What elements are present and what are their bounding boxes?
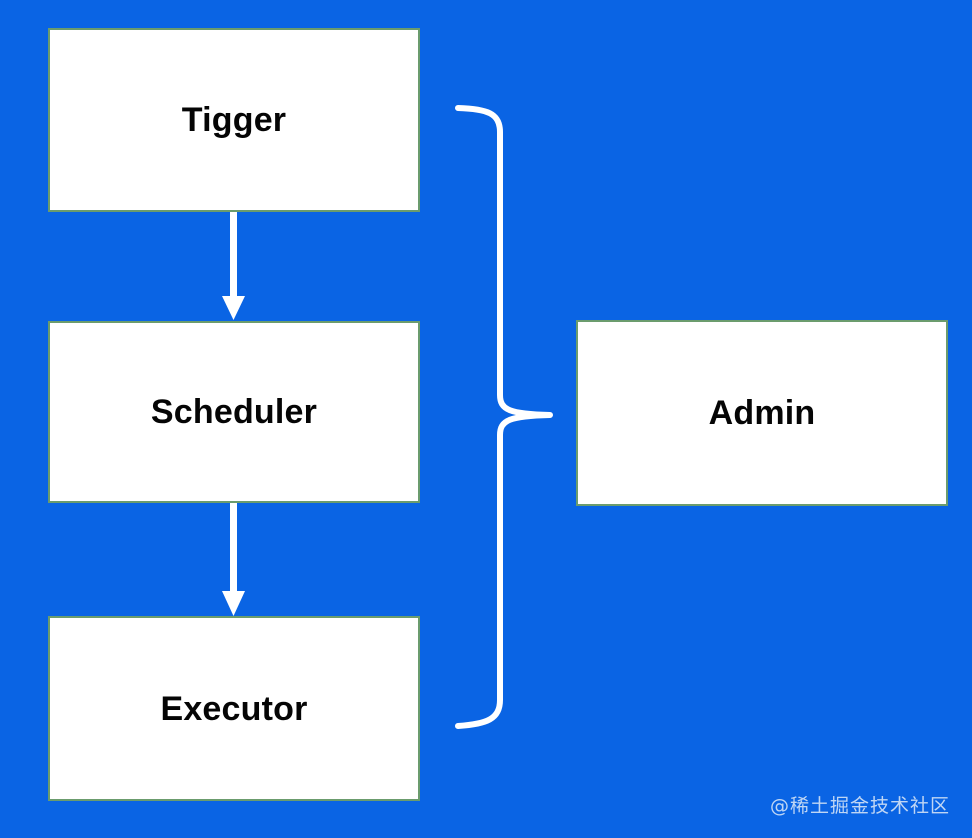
watermark-text: @稀土掘金技术社区 xyxy=(769,795,950,817)
node-executor[interactable]: Executor xyxy=(48,616,420,801)
node-admin[interactable]: Admin xyxy=(576,320,948,506)
node-tigger-label: Tigger xyxy=(181,101,287,139)
node-admin-label: Admin xyxy=(708,394,816,432)
arrow-scheduler-to-executor-icon xyxy=(222,503,245,616)
node-scheduler[interactable]: Scheduler xyxy=(48,321,420,503)
node-scheduler-label: Scheduler xyxy=(150,393,318,431)
node-executor-label: Executor xyxy=(160,689,308,728)
node-tigger[interactable]: Tigger xyxy=(48,28,420,212)
arrow-tigger-to-scheduler-icon xyxy=(222,212,245,320)
curly-brace-icon xyxy=(455,105,553,729)
